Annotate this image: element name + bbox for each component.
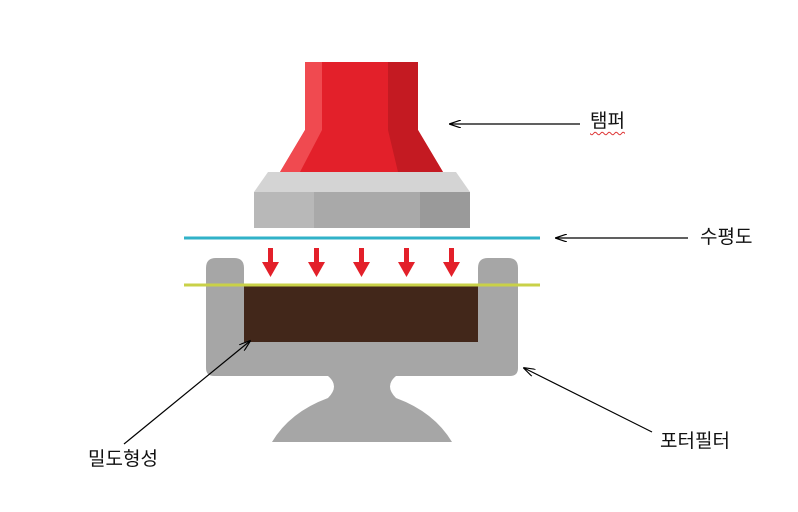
down-arrow-icon (353, 248, 370, 277)
portafilter-label: 포터필터 (660, 430, 730, 452)
down-arrow-icon (443, 248, 460, 277)
density-pointer (123, 341, 250, 445)
portafilter (206, 258, 518, 442)
tamper-base (254, 172, 470, 228)
down-arrow-icon (262, 248, 279, 277)
down-arrow-icon (308, 248, 325, 277)
press-arrows (262, 248, 460, 277)
coffee-bed (244, 286, 478, 342)
tamper-handle (280, 62, 443, 172)
portafilter-pointer (524, 368, 653, 433)
tamper-label: 탬퍼 (590, 110, 625, 132)
level-label: 수평도 (700, 226, 753, 248)
down-arrow-icon (398, 248, 415, 277)
density-label: 밀도형성 (88, 448, 158, 470)
